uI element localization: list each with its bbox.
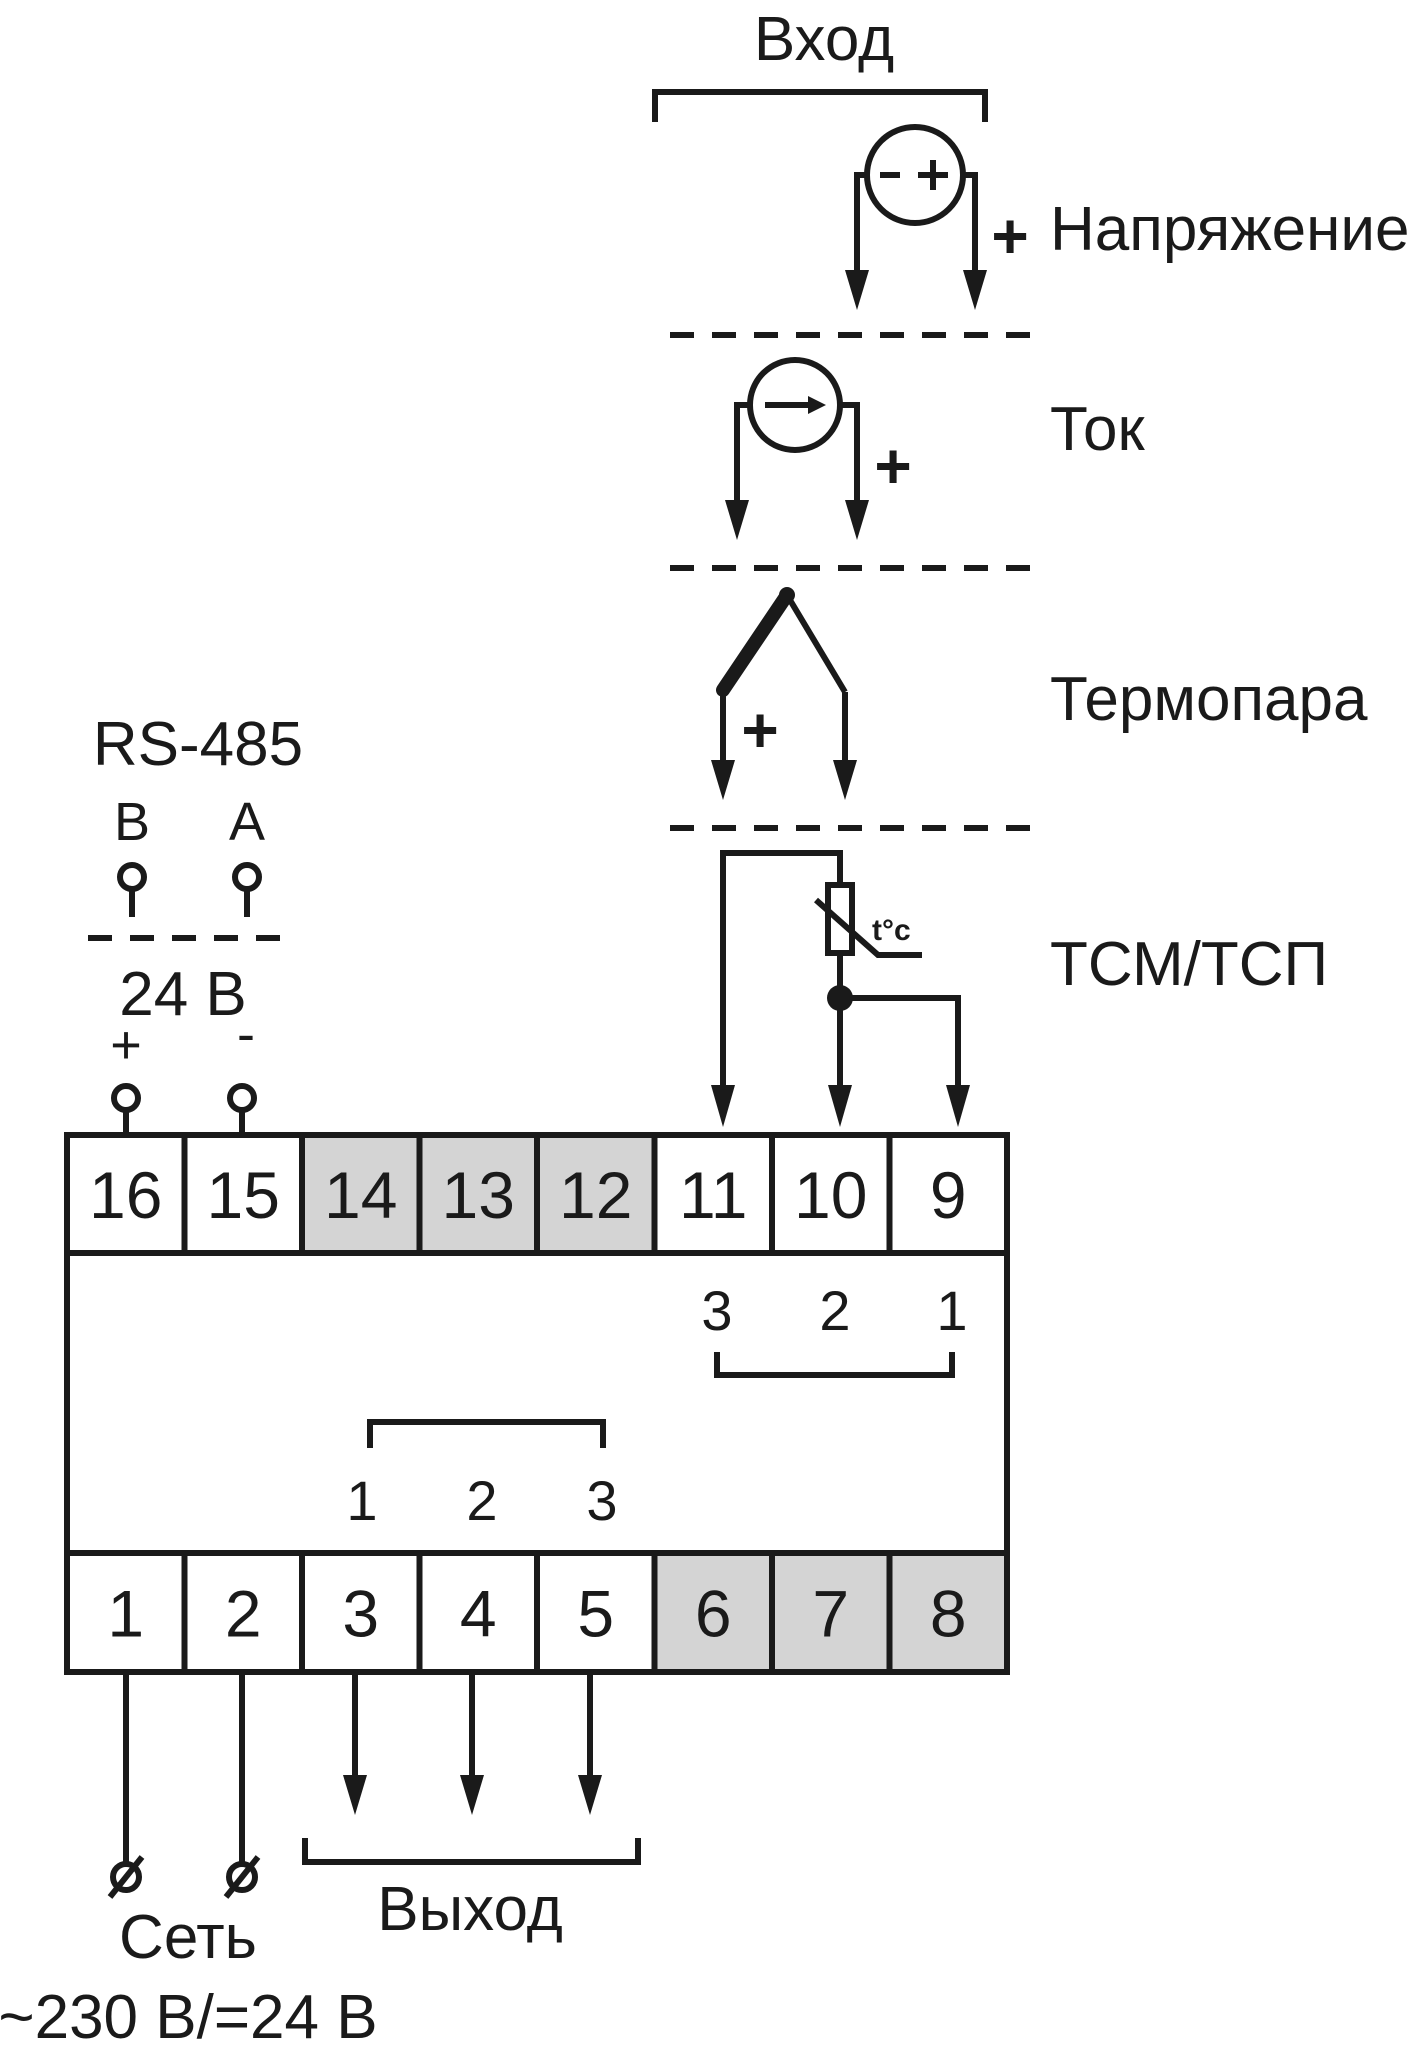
current-plus-sign: +: [874, 430, 911, 502]
voltage-wire-right: [963, 172, 978, 285]
bottom-terminal-cell: [534, 1550, 658, 1675]
top-terminal-cell: [534, 1132, 658, 1256]
bottom-terminal-cell: [769, 1550, 893, 1675]
power-24v-minus-terminal-pin: [227, 1083, 257, 1135]
bottom-terminal-number: 5: [577, 1577, 614, 1651]
rs485-b-label: B: [114, 792, 150, 852]
bottom-terminal-cell: [886, 1550, 1010, 1675]
current-wire-left: [734, 402, 750, 515]
output-bracket: [302, 1838, 641, 1865]
input-type-current: Ток: [1050, 395, 1146, 464]
rtd-arrow-to-terminal-10: [828, 1085, 852, 1127]
mains-title: Сеть: [119, 1903, 257, 1972]
output-pin-number: 1: [346, 1469, 377, 1532]
top-terminal-number: 12: [559, 1158, 632, 1232]
top-terminal-cell: [299, 1132, 423, 1256]
bottom-terminal-cell: [181, 1550, 305, 1675]
current-arrow-left: [725, 500, 749, 540]
current-source-symbol: [747, 357, 843, 453]
top-terminal-number: 16: [89, 1158, 162, 1232]
rs485-title: RS-485: [93, 710, 303, 779]
rtd-temperature-label: t°c: [872, 914, 911, 947]
output-pin-number: 2: [466, 1469, 497, 1532]
bottom-terminal-number: 3: [342, 1577, 379, 1651]
bottom-terminal-cell: [651, 1550, 775, 1675]
input-pin-number: 3: [701, 1279, 732, 1342]
power-24v-label: 24 В: [119, 960, 247, 1029]
mains-terminal-1-symbol: [107, 1855, 145, 1899]
output-title: Выход: [377, 1875, 563, 1944]
rs485-a-label: A: [229, 792, 265, 852]
bottom-terminal-strip: 1 2 3 4 5 6 7 8: [64, 1550, 1010, 1675]
top-terminal-cell: [651, 1132, 775, 1256]
top-terminal-number: 13: [442, 1158, 515, 1232]
top-terminal-cell: [769, 1132, 893, 1256]
thermocouple-arrow-left: [711, 760, 735, 800]
bottom-terminal-number: 6: [695, 1577, 732, 1651]
top-terminal-number: 11: [679, 1158, 748, 1232]
bottom-terminal-number: 1: [107, 1577, 144, 1651]
voltage-plus-sign: +: [991, 200, 1028, 272]
voltage-wire-left: [854, 172, 867, 285]
output-arrow-5: [578, 1775, 602, 1815]
rtd-wire-to-terminal-9: [840, 995, 961, 1090]
bottom-terminal-number: 4: [460, 1577, 497, 1651]
input-type-rtd: ТСМ/ТСП: [1050, 930, 1328, 999]
top-terminal-cell: [64, 1132, 188, 1256]
top-terminal-cell: [416, 1132, 540, 1256]
current-wire-right: [840, 402, 860, 515]
rs485-a-terminal-pin: [232, 862, 262, 917]
input-pin-number: 2: [819, 1279, 850, 1342]
output-arrow-4: [460, 1775, 484, 1815]
top-terminal-number: 15: [207, 1158, 280, 1232]
thermocouple-arrow-right: [833, 760, 857, 800]
input-type-thermocouple: Термопара: [1050, 665, 1368, 734]
mains-spec: ~230 В/=24 В: [0, 1983, 378, 2052]
voltage-arrow-right: [963, 270, 987, 310]
top-terminal-number: 10: [794, 1158, 867, 1232]
input-type-voltage: Напряжение: [1050, 195, 1407, 264]
bottom-terminal-number: 2: [225, 1577, 262, 1651]
input-pin-bracket: [714, 1352, 955, 1378]
top-terminal-cell: [886, 1132, 1010, 1256]
bottom-terminal-cell: [416, 1550, 540, 1675]
output-pin-number: 3: [586, 1469, 617, 1532]
top-terminal-cell: [181, 1132, 305, 1256]
power-24v-plus-terminal-pin: [111, 1083, 141, 1135]
power-24v-plus: +: [110, 1015, 142, 1075]
current-arrow-right: [845, 500, 869, 540]
voltage-arrow-left: [845, 270, 869, 310]
input-pin-number: 1: [936, 1279, 967, 1342]
rs485-b-terminal-pin: [117, 862, 147, 917]
input-bracket: [652, 89, 988, 122]
power-24v-minus: -: [237, 1004, 255, 1064]
output-pin-bracket: [367, 1419, 606, 1448]
voltage-source-symbol: [864, 124, 966, 226]
rtd-wire-to-terminal-11: [720, 850, 843, 1085]
bottom-terminal-number: 7: [812, 1577, 849, 1651]
output-arrow-3: [343, 1775, 367, 1815]
bottom-terminal-number: 8: [930, 1577, 967, 1651]
bottom-terminal-cell: [299, 1550, 423, 1675]
top-terminal-number: 9: [930, 1158, 967, 1232]
thermocouple-plus-sign: +: [741, 694, 778, 766]
top-terminal-number: 14: [324, 1158, 397, 1232]
mains-terminal-2-symbol: [223, 1855, 261, 1899]
rtd-arrow-to-terminal-11: [711, 1085, 735, 1127]
thermocouple-symbol: [716, 587, 848, 697]
input-title: Вход: [754, 5, 894, 74]
rtd-arrow-to-terminal-9: [946, 1085, 970, 1127]
top-terminal-strip: 16 15 14 13 12 11 10 9: [64, 1132, 1010, 1256]
